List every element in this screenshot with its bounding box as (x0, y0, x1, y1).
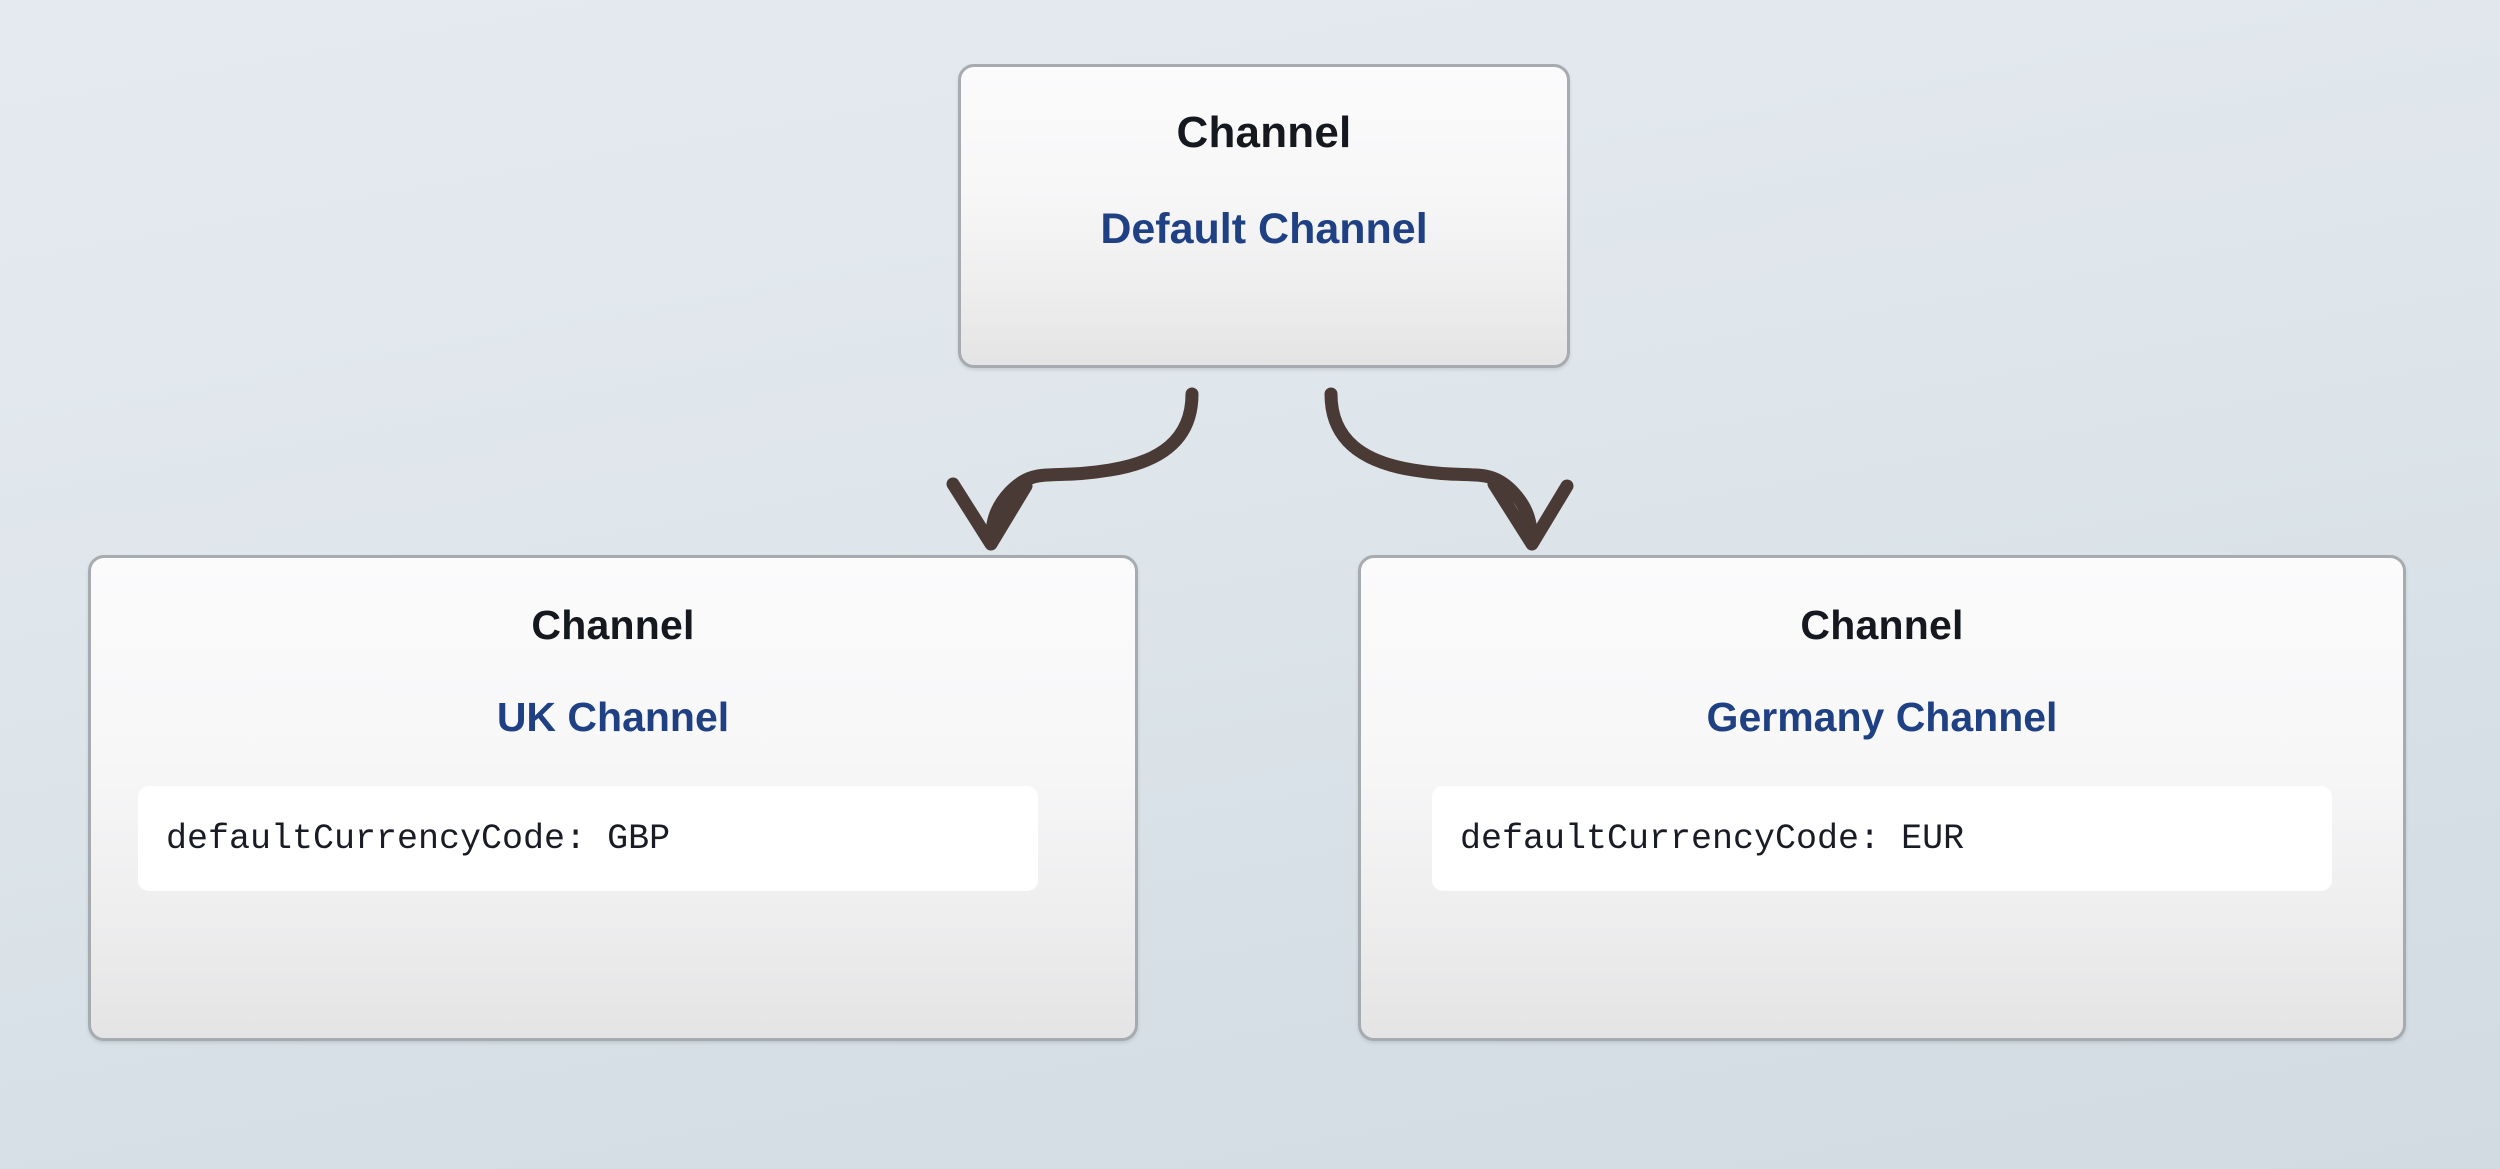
node-default-channel[interactable]: Channel Default Channel (958, 64, 1570, 368)
node-title-label: Germany Channel (1706, 694, 2058, 740)
node-title-label: Default Channel (1100, 205, 1428, 253)
edge-root-to-germany-arrowhead (1487, 477, 1574, 551)
node-type-label: Channel (1800, 602, 1964, 648)
node-type-label: Channel (531, 602, 695, 648)
node-type-label: Channel (1176, 108, 1352, 157)
node-title-label: UK Channel (496, 694, 730, 740)
node-property-default-currency-code: defaultCurrencyCode: EUR (1432, 786, 2332, 891)
edge-root-to-uk (984, 387, 1199, 548)
node-property-default-currency-code: defaultCurrencyCode: GBP (138, 786, 1038, 891)
edge-root-to-germany (1324, 387, 1539, 548)
node-uk-channel[interactable]: Channel UK Channel defaultCurrencyCode: … (88, 555, 1138, 1041)
edge-root-to-uk-arrowhead (946, 477, 1033, 551)
node-germany-channel[interactable]: Channel Germany Channel defaultCurrencyC… (1358, 555, 2406, 1041)
